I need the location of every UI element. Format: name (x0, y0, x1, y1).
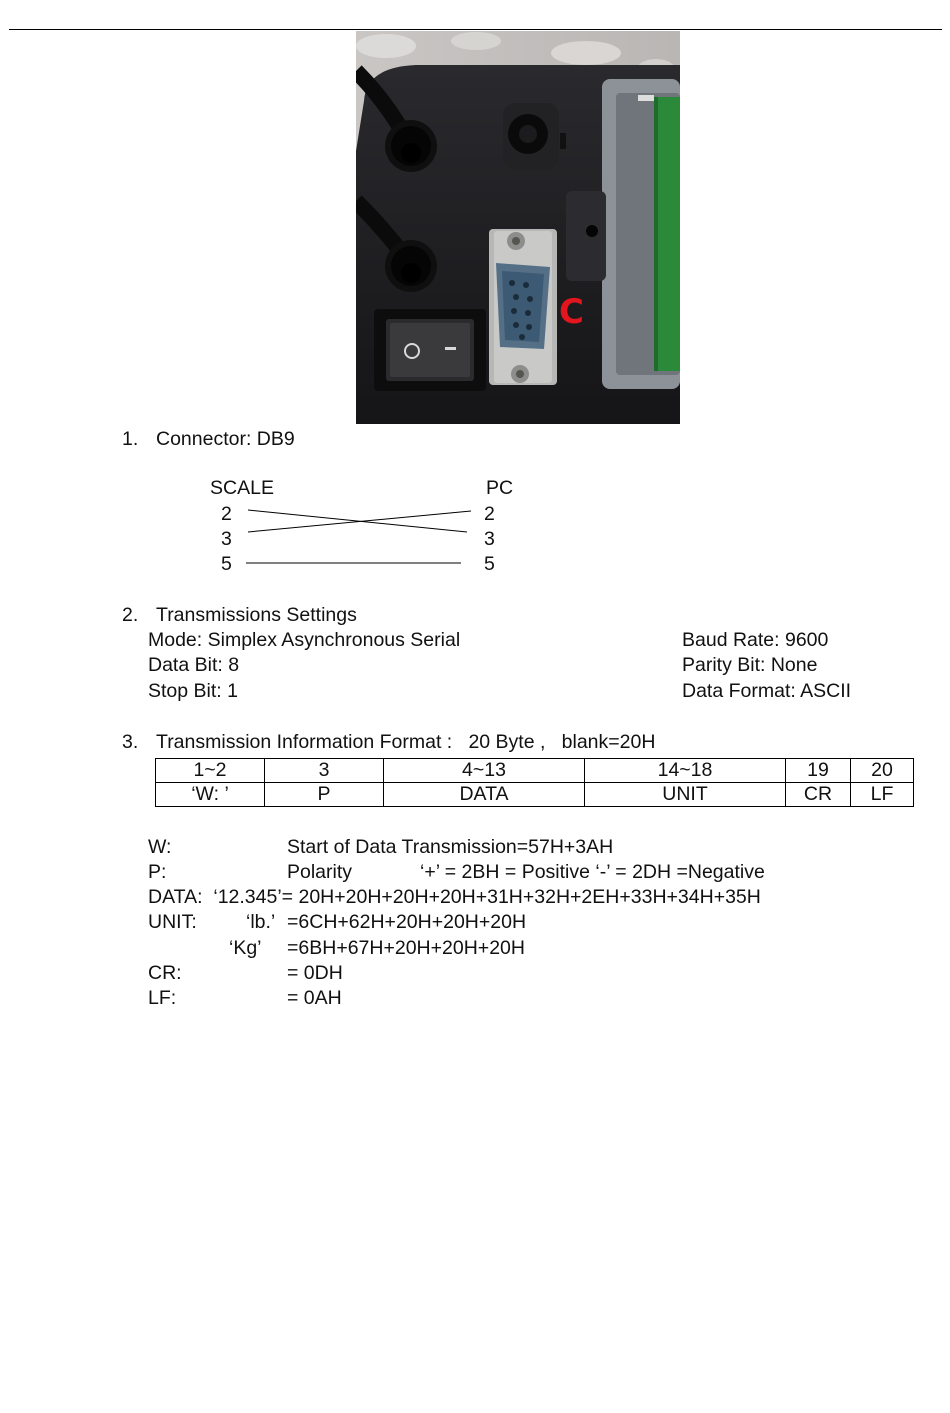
scale-pin-3: 3 (221, 528, 232, 550)
def-unit-label: UNIT: (148, 911, 197, 933)
section-1-number: 1. (122, 428, 139, 450)
def-p-detail: ‘+’ = 2BH = Positive ‘-’ = 2DH =Negative (420, 861, 765, 883)
section-3-number: 3. (122, 731, 139, 753)
def-w-label: W: (148, 836, 172, 858)
scale-pin-5: 5 (221, 553, 232, 575)
pc-pin-3: 3 (484, 528, 495, 550)
wire-scale2-to-pc3 (247, 509, 468, 533)
table-cell: 1~2 (155, 758, 265, 783)
section-2-number: 2. (122, 604, 139, 626)
pc-header: PC (486, 477, 514, 499)
pc-pin-5: 5 (484, 553, 495, 575)
def-p-value: Polarity (287, 861, 353, 883)
def-unit-lb-key: ‘lb.’ (246, 911, 276, 933)
table-row: 1~2 3 4~13 14~18 19 20 (155, 758, 914, 783)
section-2-title: Transmissions Settings (156, 604, 357, 626)
def-data-line: DATA: ‘12.345’= 20H+20H+20H+20H+31H+32H+… (148, 886, 761, 908)
table-cell: LF (850, 782, 914, 807)
def-p-label: P: (148, 861, 167, 883)
top-rule (9, 29, 942, 30)
table-row: ‘W: ’ P DATA UNIT CR LF (155, 782, 914, 807)
def-unit-lb-value: =6CH+62H+20H+20H+20H (287, 911, 527, 933)
def-cr-value: = 0DH (287, 962, 343, 984)
def-unit-kg-value: =6BH+67H+20H+20H+20H (287, 937, 525, 959)
setting-baud-rate: Baud Rate: 9600 (682, 629, 829, 651)
table-cell: CR (785, 782, 851, 807)
table-cell: DATA (383, 782, 585, 807)
table-cell: P (264, 782, 384, 807)
wire-scale3-to-pc2 (247, 510, 472, 533)
table-cell: UNIT (584, 782, 786, 807)
def-lf-label: LF: (148, 987, 177, 1009)
table-cell: 19 (785, 758, 851, 783)
section-1-title: Connector: DB9 (156, 428, 295, 450)
def-lf-value: = 0AH (287, 987, 342, 1009)
setting-parity-bit: Parity Bit: None (682, 654, 818, 676)
def-cr-label: CR: (148, 962, 182, 984)
setting-data-bit: Data Bit: 8 (148, 654, 240, 676)
def-unit-kg-key: ‘Kg’ (229, 937, 262, 959)
table-cell: 14~18 (584, 758, 786, 783)
connector-marker-label: C (559, 292, 584, 332)
def-w-value: Start of Data Transmission=57H+3AH (287, 836, 614, 858)
scale-header: SCALE (210, 477, 274, 499)
pc-pin-2: 2 (484, 503, 495, 525)
table-cell: 3 (264, 758, 384, 783)
table-cell: ‘W: ’ (155, 782, 265, 807)
format-table: 1~2 3 4~13 14~18 19 20 ‘W: ’ P DATA UNIT… (155, 758, 914, 807)
table-cell: 20 (850, 758, 914, 783)
section-3-title: Transmission Information Format : 20 Byt… (156, 731, 656, 753)
setting-stop-bit: Stop Bit: 1 (148, 680, 238, 702)
table-cell: 4~13 (383, 758, 585, 783)
setting-mode: Mode: Simplex Asynchronous Serial (148, 629, 461, 651)
setting-data-format: Data Format: ASCII (682, 680, 852, 702)
connector-photo: C (356, 31, 680, 424)
scale-pin-2: 2 (221, 503, 232, 525)
